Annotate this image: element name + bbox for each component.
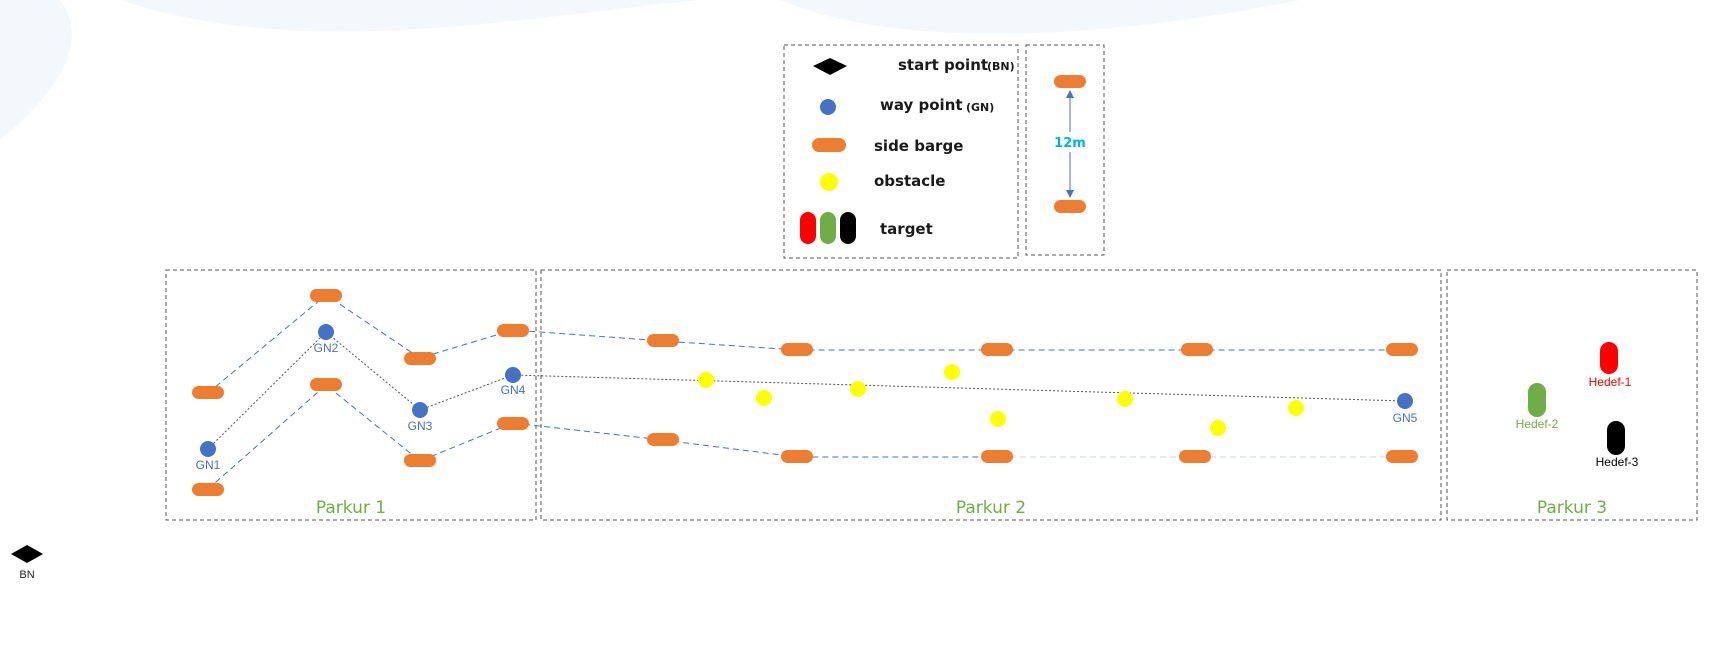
legend-abbr-start: (BN) bbox=[987, 60, 1015, 73]
background-watermark bbox=[0, 0, 1300, 140]
start-point-symbol bbox=[813, 58, 847, 75]
side-barge bbox=[647, 334, 679, 347]
obstacles bbox=[698, 364, 1304, 436]
side-barge bbox=[781, 343, 813, 356]
waypoint-gn1 bbox=[200, 441, 216, 457]
obstacle bbox=[1288, 400, 1304, 416]
side-barge bbox=[1181, 343, 1213, 356]
start-point-bn bbox=[11, 545, 43, 563]
target-label-hedef-3: Hedef-3 bbox=[1596, 455, 1639, 469]
waypoint-label-gn1: GN1 bbox=[196, 458, 221, 472]
side-barge bbox=[1386, 450, 1418, 463]
lower-boundary-line bbox=[207, 384, 1000, 490]
obstacle bbox=[850, 381, 866, 397]
target-black-symbol bbox=[840, 212, 856, 244]
side-barge bbox=[310, 289, 342, 302]
waypoint-gn3 bbox=[412, 402, 428, 418]
side-barge bbox=[1386, 343, 1418, 356]
side-barge bbox=[647, 433, 679, 446]
legend-label-start: start point bbox=[898, 56, 988, 74]
distance-barge-bottom bbox=[1054, 200, 1086, 213]
obstacle-symbol bbox=[820, 173, 838, 191]
distance-barge-top bbox=[1054, 75, 1086, 88]
legend-label-waypoint: way point bbox=[880, 96, 963, 114]
side-barge bbox=[981, 343, 1013, 356]
obstacle bbox=[944, 364, 960, 380]
side-barge bbox=[310, 378, 342, 391]
target-hedef-3 bbox=[1607, 421, 1625, 455]
legend-label-barge: side barge bbox=[874, 137, 963, 155]
distance-legend-box bbox=[1025, 44, 1105, 256]
obstacle bbox=[1117, 391, 1133, 407]
obstacle bbox=[1210, 420, 1226, 436]
obstacle bbox=[756, 390, 772, 406]
legend-box bbox=[783, 44, 1019, 259]
waypoint-gn5 bbox=[1397, 393, 1413, 409]
side-barge bbox=[981, 450, 1013, 463]
side-barge bbox=[192, 386, 224, 399]
side-barge-symbol bbox=[812, 138, 846, 152]
waypoint-gn2 bbox=[318, 324, 334, 340]
waypoint-label-gn5: GN5 bbox=[1393, 411, 1418, 425]
side-barge bbox=[497, 324, 529, 337]
target-hedef-1 bbox=[1600, 342, 1618, 374]
side-barges bbox=[192, 289, 1418, 496]
waypoint-label-gn3: GN3 bbox=[408, 419, 433, 433]
parkur-3-label: Parkur 3 bbox=[1537, 498, 1607, 518]
target-green-symbol bbox=[820, 212, 836, 244]
way-point-symbol bbox=[820, 99, 836, 115]
legend-abbr-waypoint: (GN) bbox=[966, 101, 994, 114]
target-label-hedef-1: Hedef-1 bbox=[1589, 375, 1632, 389]
side-barge bbox=[404, 454, 436, 467]
waypoint-label-gn4: GN4 bbox=[501, 383, 526, 397]
side-barge bbox=[1179, 450, 1211, 463]
waypoints bbox=[200, 324, 1413, 457]
parkur-2-box bbox=[540, 269, 1442, 521]
target-label-hedef-2: Hedef-2 bbox=[1516, 417, 1559, 431]
distance-arrowhead-down bbox=[1066, 190, 1074, 198]
distance-label: 12m bbox=[1054, 136, 1086, 151]
parkur-2-label: Parkur 2 bbox=[956, 498, 1026, 518]
side-barge bbox=[497, 417, 529, 430]
side-barge bbox=[781, 450, 813, 463]
obstacle bbox=[698, 372, 714, 388]
side-barge bbox=[192, 483, 224, 496]
start-point-label: BN bbox=[19, 569, 34, 581]
waypoint-label-gn2: GN2 bbox=[314, 341, 339, 355]
parkur-1-label: Parkur 1 bbox=[316, 498, 386, 518]
target-hedef-2 bbox=[1528, 383, 1546, 417]
side-barge bbox=[404, 352, 436, 365]
target-red-symbol bbox=[800, 212, 816, 244]
waypoint-gn4 bbox=[505, 367, 521, 383]
legend-label-target: target bbox=[880, 220, 933, 238]
distance-arrowhead-up bbox=[1066, 90, 1074, 98]
parkur-1-box bbox=[165, 269, 537, 521]
obstacle bbox=[990, 411, 1006, 427]
parkur-3-box bbox=[1446, 269, 1698, 521]
legend-label-obstacle: obstacle bbox=[874, 172, 945, 190]
